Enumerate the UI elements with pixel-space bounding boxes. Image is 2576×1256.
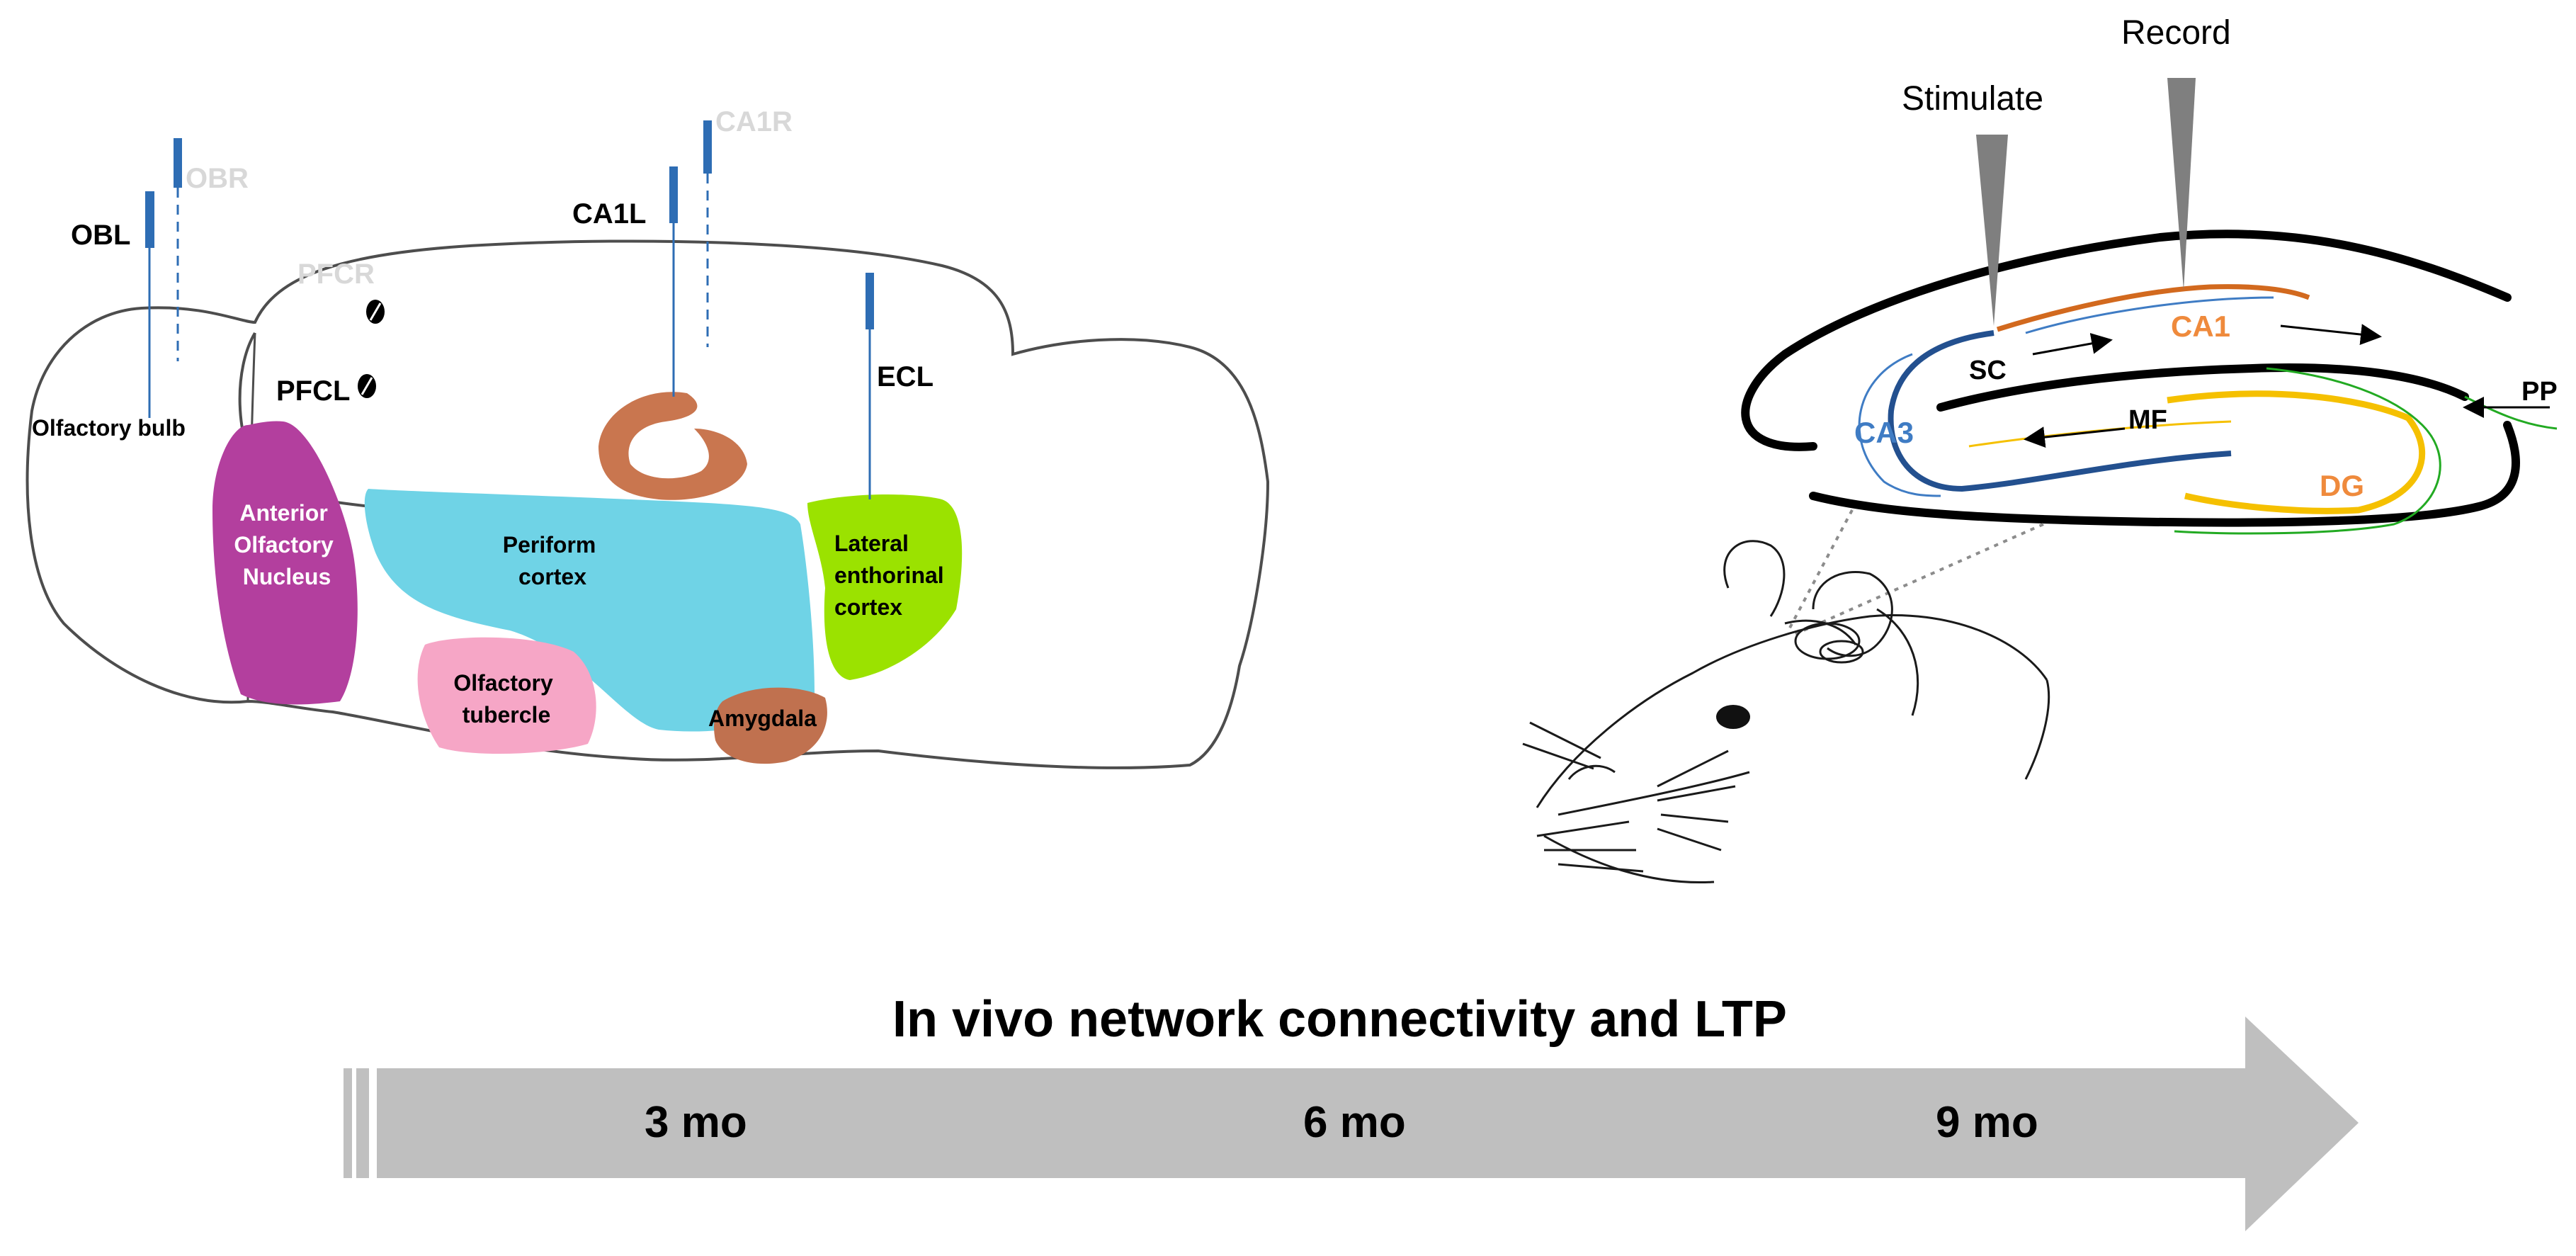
lateral-enthorinal-cortex-region xyxy=(807,494,963,680)
label-ecl: ECL xyxy=(877,361,934,392)
label-sc: SC xyxy=(1969,356,2007,385)
label-stimulate: Stimulate xyxy=(1902,80,2043,118)
record-electrode xyxy=(2167,78,2196,290)
timeline-point-9mo: 9 mo xyxy=(1936,1098,2038,1147)
anterior-olfactory-nucleus-region xyxy=(212,421,358,705)
timeline-arrow xyxy=(377,1017,2359,1231)
projection-line-right xyxy=(1795,523,2044,635)
label-pp: PP xyxy=(2521,377,2558,407)
timeline: In vivo network connectivity and LTP 3 m… xyxy=(344,991,2359,1231)
mf-arrow xyxy=(2024,426,2126,448)
pfcl-marker xyxy=(358,374,376,398)
amygdala-region xyxy=(714,687,827,764)
hippocampus-diagram: Record Stimulate CA1 SC PP CA3 MF DG xyxy=(1741,14,2558,635)
electrode-obl xyxy=(145,191,154,418)
label-olfactory-tubercle: Olfactory tubercle xyxy=(453,670,559,728)
olfactory-tubercle-region xyxy=(417,637,596,754)
label-pfcr: PFCR xyxy=(297,259,375,290)
label-dg: DG xyxy=(2320,469,2364,502)
label-record: Record xyxy=(2121,14,2231,52)
ca3-pathway xyxy=(1888,330,2232,492)
label-obl: OBL xyxy=(71,220,130,251)
electrode-ecl xyxy=(866,273,874,499)
ca1-arrow xyxy=(2280,324,2382,346)
mouse-illustration xyxy=(1522,540,2050,884)
label-ca3: CA3 xyxy=(1854,416,1914,449)
hippocampus-inner-outline xyxy=(1936,363,2469,412)
timeline-point-6mo: 6 mo xyxy=(1303,1098,1406,1147)
label-ca1l: CA1L xyxy=(572,198,646,230)
timeline-bar-stripe-1 xyxy=(344,1068,352,1178)
label-olfactory-bulb: Olfactory bulb xyxy=(32,415,186,441)
pfcr-marker xyxy=(366,300,385,324)
stimulate-electrode xyxy=(1976,135,2008,326)
brain-outline xyxy=(25,239,1270,769)
dg-thin-line xyxy=(1968,420,2232,448)
sc-arrow xyxy=(2032,333,2113,356)
label-pfcl: PFCL xyxy=(276,375,350,407)
mouse-eye xyxy=(1716,705,1750,729)
label-amygdala: Amygdala xyxy=(708,706,817,731)
timeline-bar-stripe-2 xyxy=(356,1068,369,1178)
label-periform-cortex: Periform cortex xyxy=(503,532,602,589)
label-ca1r: CA1R xyxy=(715,106,793,137)
periform-cortex-region xyxy=(364,489,815,732)
label-anterior-olfactory-nucleus: Anterior Olfactory Nucleus xyxy=(234,500,339,589)
electrode-ca1r xyxy=(703,120,712,347)
timeline-title: In vivo network connectivity and LTP xyxy=(892,991,1787,1048)
projection-line-left xyxy=(1787,509,1854,631)
dg-pathway xyxy=(2167,390,2426,514)
ca3-thin-line xyxy=(1858,296,2274,497)
label-lateral-enthorinal-cortex: Lateral enthorinal cortex xyxy=(834,531,951,620)
brain-diagram: OBL OBR CA1L CA1R PFCR PFCL ECL Olfactor… xyxy=(25,106,1270,769)
label-ca1: CA1 xyxy=(2171,310,2230,343)
hippocampus-region xyxy=(598,392,747,500)
electrode-obr xyxy=(174,138,182,361)
ca1-pathway xyxy=(1996,284,2310,332)
label-obr: OBR xyxy=(186,163,249,194)
label-mf: MF xyxy=(2128,405,2167,435)
electrode-ca1l xyxy=(669,166,678,397)
timeline-point-3mo: 3 mo xyxy=(645,1098,747,1147)
